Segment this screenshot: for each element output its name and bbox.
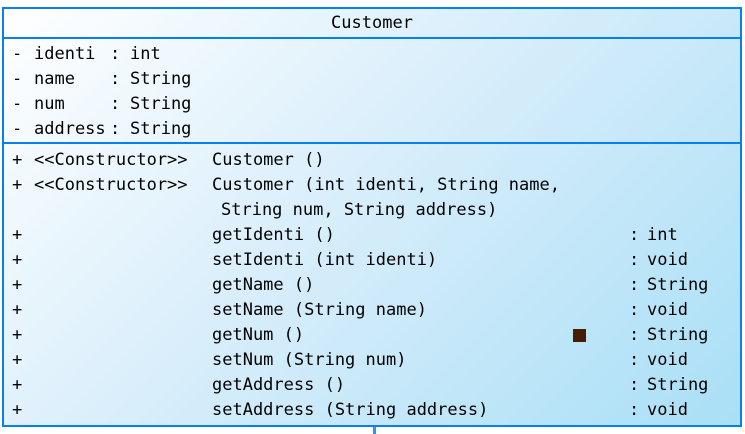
attribute-row[interactable]: - identi : int <box>4 42 740 67</box>
visibility-symbol: + <box>12 275 23 295</box>
attribute-type: String <box>130 69 192 89</box>
stereotype-label: <<Constructor>> <box>34 150 188 170</box>
return-type: String <box>647 275 709 295</box>
method-row[interactable]: + setAddress (String address) : void <box>4 398 740 423</box>
return-separator: : <box>629 325 640 345</box>
method-row[interactable]: + <<Constructor>> Customer () <box>4 148 740 173</box>
return-type <box>647 173 740 198</box>
attribute-row[interactable]: - address : String <box>4 117 740 142</box>
return-type: String <box>647 325 709 345</box>
type-separator: : <box>110 69 121 89</box>
method-row[interactable]: + getAddress () : String <box>4 373 740 398</box>
attribute-name: num <box>34 94 65 114</box>
stereotype-label <box>34 323 212 348</box>
attribute-type: String <box>130 119 192 139</box>
spacer <box>12 198 34 223</box>
stereotype-label <box>34 248 212 273</box>
type-separator: : <box>110 94 121 114</box>
method-signature: Customer (int identi, String name, <box>212 175 560 195</box>
method-signature: setName (String name) <box>212 300 427 320</box>
visibility-symbol: - <box>12 94 23 114</box>
methods-compartment: + <<Constructor>> Customer () + <<Constr… <box>4 144 740 423</box>
method-row[interactable]: + setNum (String num) : void <box>4 348 740 373</box>
method-row[interactable]: + getNum () : String <box>4 323 740 348</box>
type-separator: : <box>110 119 121 139</box>
method-anchor-marker[interactable] <box>573 329 586 342</box>
stereotype-label <box>34 373 212 398</box>
visibility-symbol: + <box>12 225 23 245</box>
type-separator: : <box>110 44 121 64</box>
stereotype-label <box>34 348 212 373</box>
method-signature: setNum (String num) <box>212 350 407 370</box>
stereotype-label <box>34 273 212 298</box>
visibility-symbol: - <box>12 69 23 89</box>
visibility-symbol: + <box>12 350 23 370</box>
method-row-continuation[interactable]: String num, String address) <box>4 198 740 223</box>
attribute-type: String <box>130 94 192 114</box>
attribute-type: int <box>130 44 161 64</box>
method-signature: getNum () <box>212 325 305 345</box>
attributes-compartment: - identi : int - name : String - num : S… <box>4 39 740 144</box>
attribute-name: address <box>34 119 106 139</box>
attribute-row[interactable]: - num : String <box>4 92 740 117</box>
method-row[interactable]: + setIdenti (int identi) : void <box>4 248 740 273</box>
attribute-row[interactable]: - name : String <box>4 67 740 92</box>
class-title-compartment[interactable]: Customer <box>4 9 740 39</box>
method-signature-continuation: String num, String address) <box>221 200 498 220</box>
return-separator: : <box>629 400 640 420</box>
attribute-name: name <box>34 69 75 89</box>
return-separator: : <box>629 300 640 320</box>
visibility-symbol: + <box>12 150 23 170</box>
method-signature: Customer () <box>212 150 325 170</box>
method-signature: setAddress (String address) <box>212 400 489 420</box>
return-type: void <box>647 350 688 370</box>
method-row[interactable]: + getIdenti () : int <box>4 223 740 248</box>
visibility-symbol: + <box>12 300 23 320</box>
attribute-name: identi <box>34 44 96 64</box>
return-separator: : <box>629 275 640 295</box>
method-row[interactable]: + getName () : String <box>4 273 740 298</box>
return-type: void <box>647 400 688 420</box>
connector-stub[interactable] <box>373 427 376 434</box>
stereotype-label <box>34 398 212 423</box>
visibility-symbol: - <box>12 44 23 64</box>
customer-class-box[interactable]: Customer - identi : int - name : String … <box>2 7 742 427</box>
return-separator: : <box>629 375 640 395</box>
return-separator <box>629 173 647 198</box>
visibility-symbol: + <box>12 175 23 195</box>
method-signature: getAddress () <box>212 375 346 395</box>
method-row[interactable]: + setName (String name) : void <box>4 298 740 323</box>
stereotype-label: <<Constructor>> <box>34 175 188 195</box>
spacer <box>34 198 212 223</box>
method-signature: getName () <box>212 275 315 295</box>
return-type: String <box>647 375 709 395</box>
method-row[interactable]: + <<Constructor>> Customer (int identi, … <box>4 173 740 198</box>
visibility-symbol: + <box>12 375 23 395</box>
return-type: int <box>647 225 678 245</box>
method-signature: setIdenti (int identi) <box>212 250 438 270</box>
stereotype-label <box>34 298 212 323</box>
visibility-symbol: - <box>12 119 23 139</box>
return-separator: : <box>629 225 640 245</box>
return-type: void <box>647 300 688 320</box>
visibility-symbol: + <box>12 400 23 420</box>
return-type: void <box>647 250 688 270</box>
return-type <box>647 148 740 173</box>
class-name: Customer <box>331 13 413 33</box>
visibility-symbol: + <box>12 325 23 345</box>
return-separator: : <box>629 350 640 370</box>
visibility-symbol: + <box>12 250 23 270</box>
return-separator <box>629 148 647 173</box>
method-signature: getIdenti () <box>212 225 335 245</box>
stereotype-label <box>34 223 212 248</box>
return-separator: : <box>629 250 640 270</box>
